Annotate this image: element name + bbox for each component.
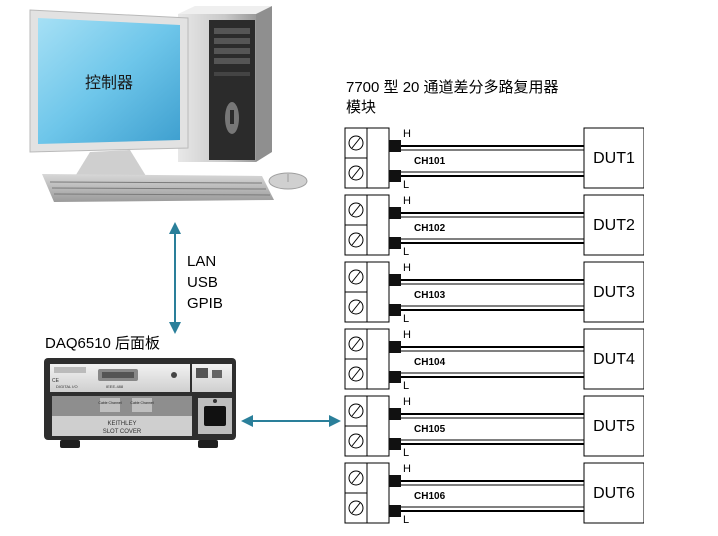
channel-row: H L CH104 DUT4 bbox=[344, 328, 644, 394]
dut-label: DUT3 bbox=[593, 284, 635, 301]
low-terminal-label: L bbox=[403, 179, 410, 191]
ieee-488-text: IEEE-488 bbox=[106, 384, 124, 389]
connection-label-gpib: GPIB bbox=[187, 295, 223, 312]
dut-label: DUT5 bbox=[593, 418, 635, 435]
high-terminal-label: H bbox=[403, 396, 411, 408]
ce-mark-text: CE bbox=[52, 378, 60, 384]
low-terminal-label: L bbox=[403, 514, 410, 526]
channel-label: CH106 bbox=[414, 491, 446, 502]
channel-wiring bbox=[344, 261, 644, 323]
module-title-line1: 7700 型 20 通道差分多路复用器 bbox=[346, 79, 559, 96]
card-channel-label-2: Cable Channel bbox=[130, 401, 153, 405]
channel-wiring bbox=[344, 328, 644, 390]
module-title-line2: 模块 bbox=[346, 99, 377, 116]
dut-label: DUT1 bbox=[593, 150, 635, 167]
dut-label: DUT2 bbox=[593, 217, 635, 234]
high-terminal-label: H bbox=[403, 128, 411, 140]
high-terminal-label: H bbox=[403, 195, 411, 207]
computer-keyboard bbox=[42, 174, 274, 202]
channel-row: H L CH102 DUT2 bbox=[344, 194, 644, 260]
high-terminal-label: H bbox=[403, 329, 411, 341]
channel-label: CH101 bbox=[414, 156, 446, 167]
low-terminal-label: L bbox=[403, 313, 410, 325]
connection-label-usb: USB bbox=[187, 274, 218, 291]
channel-wiring bbox=[344, 462, 644, 524]
computer-mouse bbox=[268, 172, 308, 190]
slot-cover-text: SLOT COVER bbox=[103, 429, 142, 435]
dut-label: DUT6 bbox=[593, 485, 635, 502]
channel-row: H L CH103 DUT3 bbox=[344, 261, 644, 327]
digital-io-text: DIGITAL I/O bbox=[56, 384, 78, 389]
low-terminal-label: L bbox=[403, 246, 410, 258]
horizontal-double-arrow bbox=[241, 415, 341, 427]
computer-monitor bbox=[29, 9, 189, 178]
channel-row: H L CH105 DUT5 bbox=[344, 395, 644, 461]
channel-wiring bbox=[344, 127, 644, 189]
channel-label: CH104 bbox=[414, 357, 446, 368]
channel-wiring bbox=[344, 194, 644, 256]
channel-wiring bbox=[344, 395, 644, 457]
computer-screen-label: 控制器 bbox=[85, 75, 134, 92]
low-terminal-label: L bbox=[403, 447, 410, 459]
high-terminal-label: H bbox=[403, 463, 411, 475]
dut-label: DUT4 bbox=[593, 351, 635, 368]
channel-label: CH102 bbox=[414, 223, 446, 234]
channel-label: CH105 bbox=[414, 424, 446, 435]
keithley-text: KEITHLEY bbox=[107, 421, 136, 427]
low-terminal-label: L bbox=[403, 380, 410, 392]
vertical-double-arrow bbox=[169, 222, 181, 334]
computer-illustration bbox=[29, 6, 308, 202]
instrument-title: DAQ6510 后面板 bbox=[45, 335, 161, 352]
channel-row: H L CH106 DUT6 bbox=[344, 462, 644, 528]
instrument-rear-panel: DIGITAL I/O IEEE-488 CE Cable Channel Ca… bbox=[44, 358, 236, 448]
high-terminal-label: H bbox=[403, 262, 411, 274]
computer-tower bbox=[178, 6, 272, 162]
card-channel-label-1: Cable Channel bbox=[98, 401, 121, 405]
channel-label: CH103 bbox=[414, 290, 446, 301]
connection-label-lan: LAN bbox=[187, 253, 217, 270]
channel-row: H L CH101 DUT1 bbox=[344, 127, 644, 193]
